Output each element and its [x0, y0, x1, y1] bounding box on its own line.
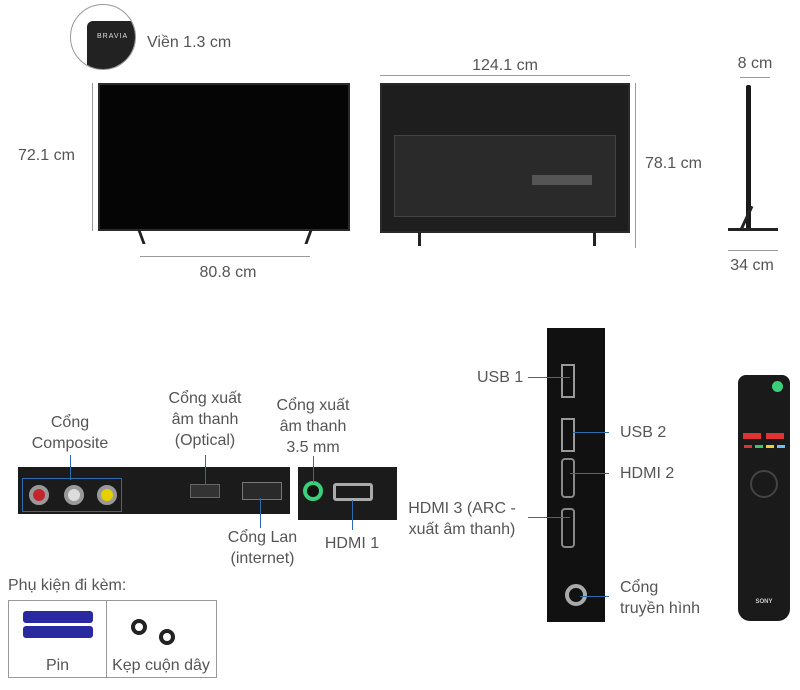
- accessory-clip-label: Kẹp cuộn dây: [112, 657, 210, 674]
- side-depth-label: 8 cm: [737, 55, 773, 72]
- tv-front: [98, 83, 350, 231]
- tv-back: [380, 83, 630, 233]
- bezel-logo: BRAVIA: [97, 33, 129, 40]
- remote-brand: SONY: [755, 599, 773, 605]
- back-height-label: 78.1 cm: [645, 155, 702, 172]
- usb2-label: USB 2: [620, 424, 667, 441]
- hdmi3-label: HDMI 3 (ARC -xuất âm thanh): [408, 500, 516, 538]
- composite-yellow-jack: [97, 485, 117, 505]
- audio35-jack: [303, 481, 323, 501]
- optical-port: [190, 484, 220, 498]
- cable-clip-icon: [129, 609, 189, 649]
- bezel-label: Viền 1.3 cm: [147, 34, 232, 51]
- accessory-pin-label: Pin: [45, 657, 70, 674]
- usb1-label: USB 1: [477, 369, 524, 386]
- composite-white-jack: [64, 485, 84, 505]
- front-width-label: 80.8 cm: [199, 264, 257, 281]
- composite-red-jack: [29, 485, 49, 505]
- stand-left: [137, 230, 155, 244]
- bezel-inset: BRAVIA: [70, 4, 136, 70]
- accessories-table: Pin Kẹp cuộn dây: [8, 600, 217, 678]
- tv-side: [746, 85, 751, 230]
- side-port-panel: [547, 328, 605, 622]
- hdmi2-label: HDMI 2: [620, 465, 675, 482]
- lan-port: [242, 482, 282, 500]
- front-height-label: 72.1 cm: [18, 147, 75, 164]
- stand-right: [295, 230, 313, 244]
- composite-box: [22, 478, 122, 512]
- hdmi1-label: HDMI 1: [324, 535, 380, 552]
- remote-control: SONY: [738, 375, 790, 621]
- stand-depth-label: 34 cm: [730, 257, 774, 274]
- accessories-title: Phụ kiện đi kèm:: [8, 577, 127, 594]
- back-width-label: 124.1 cm: [472, 57, 538, 74]
- lan-label: Cổng Lan(internet): [227, 529, 298, 567]
- battery-icon: [23, 611, 93, 639]
- hdmi1-port: [333, 483, 373, 501]
